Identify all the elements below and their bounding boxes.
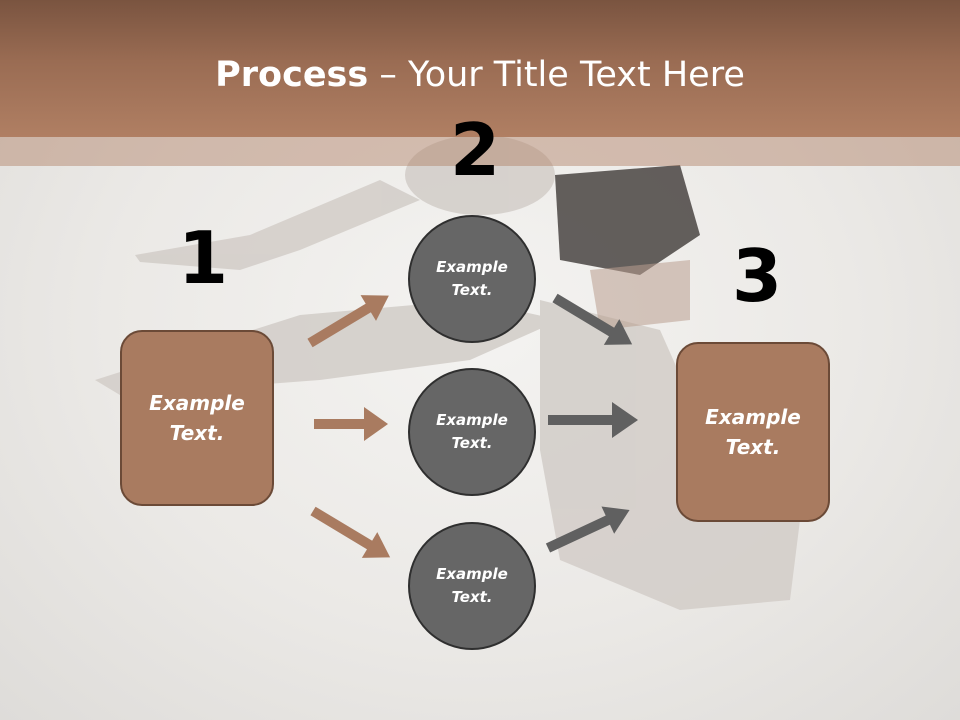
circle-step-3: Example Text. [408, 522, 536, 650]
circle-step-1: Example Text. [408, 215, 536, 343]
arrow-left-to-circle-3 [310, 506, 391, 558]
step-number-3: 3 [732, 234, 783, 318]
slide-title: Process – Your Title Text Here [0, 52, 960, 98]
circle-1-text: Example Text. [436, 258, 508, 299]
arrow-left-to-circle-1 [307, 295, 389, 348]
circle-2-text: Example Text. [436, 411, 508, 452]
arrow-circle-3-to-right [545, 506, 630, 553]
step-number-2: 2 [450, 108, 501, 192]
header-bar [0, 0, 960, 137]
right-box-text: Example Text. [705, 405, 801, 459]
arrow-left-to-circle-2 [314, 407, 388, 441]
step-number-1: 1 [178, 216, 229, 300]
arrow-circle-1-to-right [552, 293, 633, 345]
header-band [0, 137, 960, 166]
title-rest: – Your Title Text Here [368, 55, 745, 95]
left-box-text: Example Text. [149, 391, 245, 445]
left-process-box: Example Text. [120, 330, 274, 506]
circle-step-2: Example Text. [408, 368, 536, 496]
circle-3-text: Example Text. [436, 565, 508, 606]
right-process-box: Example Text. [676, 342, 830, 522]
title-bold: Process [215, 55, 369, 95]
arrow-circle-2-to-right [548, 402, 638, 438]
